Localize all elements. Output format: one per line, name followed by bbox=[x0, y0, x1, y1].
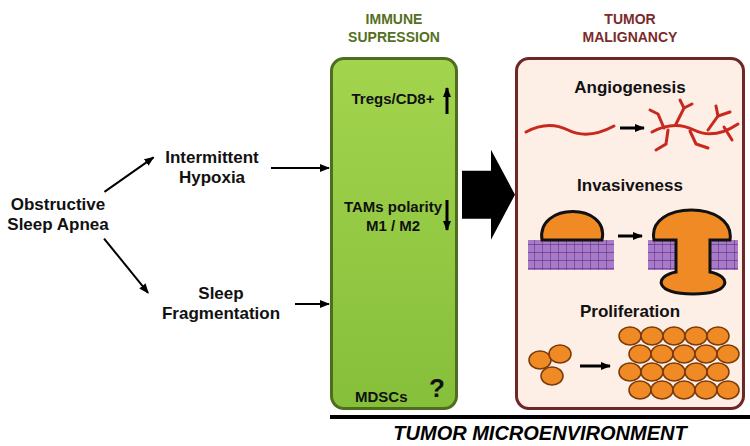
blood-vessel bbox=[526, 125, 614, 134]
tumor-cell bbox=[629, 345, 651, 363]
question-mark: ? bbox=[425, 374, 449, 402]
node-text: Obstructive Sleep Apnea bbox=[4, 195, 112, 235]
process-arrow bbox=[620, 127, 644, 130]
increase-arrow bbox=[446, 88, 449, 114]
connector-arrow bbox=[271, 167, 329, 169]
malignancy-item: Angiogenesis bbox=[528, 78, 732, 98]
tumor-cell bbox=[629, 381, 651, 399]
tumor-cell bbox=[695, 381, 717, 399]
tumor-cell bbox=[641, 327, 663, 345]
tumor-cell bbox=[541, 367, 563, 385]
box-heading: TUMOR MALIGNANCY bbox=[565, 10, 695, 46]
tumor-cell bbox=[695, 345, 717, 363]
tumor-cell bbox=[663, 327, 685, 345]
matrix bbox=[708, 240, 738, 270]
immune-item: TAMs polarity M1 / M2 bbox=[339, 197, 447, 235]
mechanism-text: Sleep Fragmentation bbox=[150, 282, 292, 326]
decrease-arrow bbox=[446, 200, 449, 230]
tumor-cell bbox=[529, 351, 551, 369]
tumor-cell bbox=[707, 327, 729, 345]
process-arrow bbox=[618, 235, 642, 238]
process-arrow bbox=[580, 365, 610, 368]
mechanism-text: Intermittent Hypoxia bbox=[156, 146, 268, 190]
vessel-branch bbox=[690, 131, 708, 148]
big-arrow bbox=[462, 150, 515, 240]
malignancy-item: Proliferation bbox=[528, 302, 732, 322]
malignancy-illustration bbox=[518, 60, 742, 407]
tumor-cell bbox=[619, 327, 641, 345]
tumor-cell bbox=[549, 345, 571, 363]
tumor-cell bbox=[673, 345, 695, 363]
vessel-branch bbox=[656, 130, 668, 150]
immune-item: Tregs/CD8+ bbox=[339, 90, 447, 108]
tumor-cell bbox=[717, 381, 739, 399]
box-heading: IMMUNE SUPRESSION bbox=[321, 10, 467, 46]
tumor-cell bbox=[717, 345, 739, 363]
vessel-branch bbox=[716, 106, 718, 116]
region-label: TUMOR MICROENVIRONMENT bbox=[330, 423, 750, 443]
node-text: Intermittent Hypoxia bbox=[158, 148, 266, 188]
immune-box: IMMUNE SUPRESSIONTregs/CD8+TAMs polarity… bbox=[330, 57, 458, 410]
matrix bbox=[528, 240, 614, 270]
invading-tumor bbox=[653, 210, 730, 294]
connector-arrow bbox=[104, 157, 153, 191]
tumor-cell bbox=[685, 327, 707, 345]
tumor-cell bbox=[651, 345, 673, 363]
tumor-cell bbox=[619, 363, 641, 381]
node-text: Sleep Fragmentation bbox=[152, 284, 290, 324]
vessel-branch bbox=[724, 127, 732, 140]
vessel-branch bbox=[650, 110, 664, 128]
tumor-cell bbox=[707, 363, 729, 381]
vessel-branch bbox=[680, 100, 684, 108]
tumor-box: TUMOR MALIGNANCYAngiogenesisInvasiveness… bbox=[515, 57, 745, 410]
matrix bbox=[648, 240, 678, 270]
immune-item: MDSCs bbox=[355, 388, 415, 406]
connector-arrow bbox=[104, 239, 148, 293]
cause-text: Obstructive Sleep Apnea bbox=[2, 193, 114, 237]
tumor-cell bbox=[685, 363, 707, 381]
tumor-cell bbox=[673, 381, 695, 399]
tumor-cell bbox=[663, 363, 685, 381]
tumor-cell bbox=[641, 363, 663, 381]
microenvironment-bar bbox=[330, 415, 750, 419]
malignancy-item: Invasiveness bbox=[528, 176, 732, 196]
tumor-mass bbox=[542, 212, 603, 241]
tumor-cell bbox=[651, 381, 673, 399]
connector-arrow bbox=[295, 303, 329, 305]
